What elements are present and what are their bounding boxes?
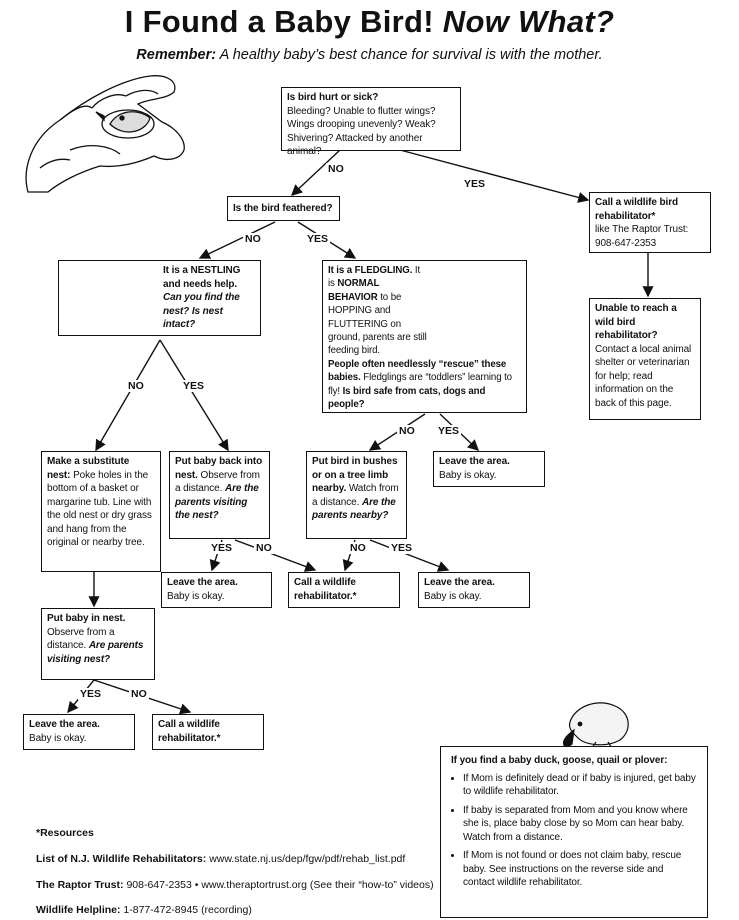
page-subtitle: Remember: A healthy baby’s best chance f…: [0, 47, 739, 63]
node-fledgling-text-1: It is: [328, 265, 421, 290]
node-call-rehabilitator: Call a wildlife bird rehabilitator* like…: [589, 192, 711, 253]
title-emphasis: Now What?: [442, 4, 615, 39]
node-substitute-heading: Make a substitute nest:: [47, 456, 130, 481]
node-put-baby-in-nest: Put baby in nest. Observe from a distanc…: [41, 608, 155, 680]
node-feathered: Is the bird feathered?: [227, 196, 340, 221]
duck-box-bullet: If Mom is definitely dead or if baby is …: [463, 772, 697, 799]
node-bushes-question: Are the parents nearby?: [312, 496, 396, 522]
node-substitute-nest: Make a substitute nest: Poke holes in th…: [41, 451, 161, 572]
edge-label-fledgling-yes: YES: [436, 425, 462, 437]
node-call-rehabilitator-3: Call a wildlife rehabilitator.*: [152, 714, 264, 750]
node-fledgling-bold-2: Is bird safe from cats, dogs and people?: [328, 385, 486, 411]
node-fledgling-normal-behavior: NORMAL BEHAVIOR: [328, 278, 380, 303]
node-put-back-in-nest: Put baby back into nest. Observe from a …: [169, 451, 270, 539]
node-call-rehab-line-2: 908-647-2353: [595, 237, 657, 249]
node-leave1-text: Baby is okay.: [439, 469, 497, 481]
resources-trust-label: The Raptor Trust:: [36, 879, 124, 891]
node-fledgling-heading: It is a FLEDGLING.: [328, 265, 413, 276]
edge-label-hurt-no: NO: [326, 163, 346, 175]
node-leave-area-1: Leave the area. Baby is okay.: [433, 451, 545, 487]
subtitle-lead: Remember:: [136, 47, 217, 63]
node-fledgling-text-2: to be HOPPING and FLUTTERING on ground, …: [328, 291, 427, 357]
node-leave3-text: Baby is okay.: [424, 590, 482, 602]
node-leave1-heading: Leave the area.: [439, 456, 510, 467]
duck-box-heading: If you find a baby duck, goose, quail or…: [451, 755, 668, 766]
node-call2-heading: Call a wildlife rehabilitator.*: [294, 577, 357, 602]
node-feathered-heading: Is the bird feathered?: [233, 203, 333, 214]
node-putback-question: Are the parents visiting the nest?: [175, 483, 259, 521]
node-bushes-heading: Put bird in bushes or on a tree limb nea…: [312, 456, 398, 494]
edge-label-putnest-no: NO: [129, 688, 149, 700]
edge-label-feathered-no: NO: [243, 233, 263, 245]
node-hurt-line-2: Wings drooping unevenly? Weak?: [287, 119, 436, 130]
resources-list-link[interactable]: www.state.nj.us/dep/fgw/pdf/rehab_list.p…: [209, 853, 406, 865]
node-call-rehab-line-1: like The Raptor Trust:: [595, 224, 689, 235]
node-putnest-text: Observe from a distance.: [47, 626, 115, 652]
node-putback-heading: Put baby back into nest.: [175, 456, 263, 481]
node-putnest-question: Are parents visiting nest?: [47, 640, 144, 665]
node-nestling-heading: It is a NESTLING and needs help.: [163, 265, 241, 290]
hands-bird-illustration: [25, 75, 185, 193]
node-leave2-heading: Leave the area.: [167, 577, 238, 588]
node-call-rehab-heading: Call a wildlife bird rehabilitator*: [595, 197, 679, 222]
resources-helpline-line: Wildlife Helpline: 1-877-472-8945 (recor…: [36, 904, 252, 916]
duck-box-list: If Mom is definitely dead or if baby is …: [451, 772, 697, 890]
node-nestling-question: Can you find the nest? Is nest intact?: [163, 292, 240, 330]
resources-helpline-value: 1-877-472-8945 (recording): [123, 904, 252, 916]
node-hurt-or-sick: Is bird hurt or sick? Bleeding? Unable t…: [281, 87, 461, 157]
node-leave-area-3: Leave the area. Baby is okay.: [418, 572, 530, 608]
edge-label-bushes-no: NO: [348, 542, 368, 554]
node-putnest-heading: Put baby in nest.: [47, 613, 126, 624]
edge-label-putback-no: NO: [254, 542, 274, 554]
edge-label-nestling-yes: YES: [181, 380, 207, 392]
node-hurt-line-1: Bleeding? Unable to flutter wings?: [287, 105, 436, 117]
node-fledgling: It is a FLEDGLING. It is NORMAL BEHAVIOR…: [322, 260, 527, 413]
node-fledgling-text-3: Fledglings are “toddlers” learning to fl…: [328, 372, 512, 397]
node-putback-text: Observe from a distance.: [175, 469, 260, 495]
node-leave-area-2: Leave the area. Baby is okay.: [161, 572, 272, 608]
edge-label-bushes-yes: YES: [389, 542, 415, 554]
edge-label-putback-yes: YES: [209, 542, 235, 554]
edge-label-feathered-yes: YES: [305, 233, 331, 245]
subtitle-text: A healthy baby’s best chance for surviva…: [219, 47, 603, 63]
edge-label-fledgling-no: NO: [397, 425, 417, 437]
page-title: I Found a Baby Bird! Now What?: [0, 4, 739, 40]
title-main: I Found a Baby Bird!: [124, 4, 434, 39]
node-leave4-text: Baby is okay.: [29, 732, 87, 744]
node-substitute-text: Poke holes in the bottom of a basket or …: [47, 469, 152, 549]
node-unable-to-reach: Unable to reach a wild bird rehabilitato…: [589, 298, 701, 420]
node-bushes: Put bird in bushes or on a tree limb nea…: [306, 451, 407, 539]
node-call3-heading: Call a wildlife rehabilitator.*: [158, 719, 221, 744]
edge-label-putnest-yes: YES: [78, 688, 104, 700]
node-unable-text: Contact a local animal shelter or veteri…: [595, 343, 692, 409]
edge-label-nestling-no: NO: [126, 380, 146, 392]
resources-trust-value[interactable]: 908-647-2353 • www.theraptortrust.org (S…: [126, 879, 434, 891]
duck-box-bullet: If baby is separated from Mom and you kn…: [463, 804, 697, 845]
resources-helpline-label: Wildlife Helpline:: [36, 904, 121, 916]
node-call-rehabilitator-2: Call a wildlife rehabilitator.*: [288, 572, 400, 608]
duck-goose-info-box: If you find a baby duck, goose, quail or…: [440, 746, 708, 918]
node-nestling: It is a NESTLING and needs help. Can you…: [58, 260, 261, 336]
node-leave4-heading: Leave the area.: [29, 719, 100, 730]
node-unable-heading: Unable to reach a wild bird rehabilitato…: [595, 303, 677, 341]
resources-list-label: List of N.J. Wildlife Rehabilitators:: [36, 853, 207, 865]
node-leave3-heading: Leave the area.: [424, 577, 495, 588]
node-hurt-heading: Is bird hurt or sick?: [287, 92, 379, 103]
resources-heading: *Resources: [36, 827, 94, 839]
node-bushes-text: Watch from a distance.: [312, 483, 399, 508]
node-fledgling-bold-1: People often needlessly “rescue” these b…: [328, 358, 507, 384]
edge-label-hurt-yes: YES: [462, 178, 488, 190]
resources-trust-line: The Raptor Trust: 908-647-2353 • www.the…: [36, 879, 434, 891]
resources-list-line: List of N.J. Wildlife Rehabilitators: ww…: [36, 853, 405, 865]
duck-box-bullet: If Mom is not found or does not claim ba…: [463, 849, 697, 890]
node-hurt-line-3: Shivering? Attacked by another animal?: [287, 132, 423, 158]
node-leave2-text: Baby is okay.: [167, 590, 225, 602]
node-leave-area-4: Leave the area. Baby is okay.: [23, 714, 135, 750]
duckling-illustration: [562, 702, 629, 749]
